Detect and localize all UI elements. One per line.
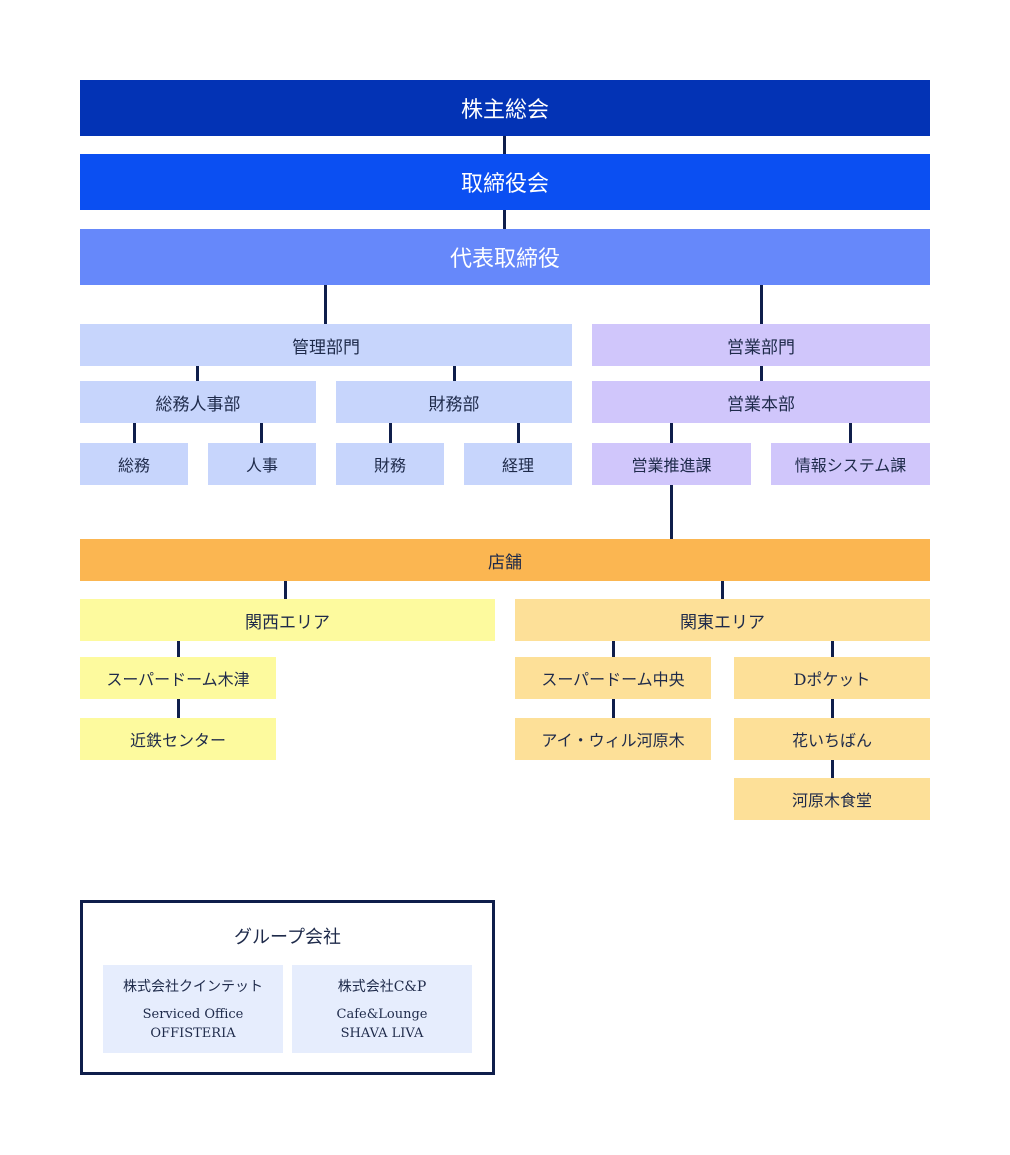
connector-line (133, 423, 136, 443)
kansai-area-box: 関西エリア (80, 599, 495, 641)
finance-section-box: 財務 (336, 443, 444, 485)
connector-line (612, 699, 615, 718)
connector-line (389, 423, 392, 443)
shareholders-meeting-box: 株主総会 (80, 80, 930, 136)
connector-line (196, 366, 199, 381)
general-affairs-hr-dept-box: 総務人事部 (80, 381, 316, 423)
group-companies-panel: グループ会社 株式会社クインテット Serviced Office OFFIST… (80, 900, 495, 1075)
connector-line (260, 423, 263, 443)
company-business: Cafe&Lounge (336, 1007, 428, 1022)
finance-dept-box: 財務部 (336, 381, 572, 423)
connector-line (177, 699, 180, 718)
kanto-area-box: 関東エリア (515, 599, 930, 641)
group-company-card: 株式会社クインテット Serviced Office OFFISTERIA (103, 965, 283, 1053)
company-business: SHAVA LIVA (340, 1026, 424, 1041)
connector-line (760, 366, 763, 381)
info-systems-section-box: 情報システム課 (771, 443, 930, 485)
connector-line (849, 423, 852, 443)
connector-line (670, 485, 673, 539)
group-companies-title: グループ会社 (234, 927, 341, 948)
stores-box: 店舗 (80, 539, 930, 581)
connector-line (612, 641, 615, 657)
connector-line (453, 366, 456, 381)
company-name: 株式会社クインテット (123, 979, 263, 995)
board-of-directors-box: 取締役会 (80, 154, 930, 210)
sales-headquarters-box: 営業本部 (592, 381, 930, 423)
hr-section-box: 人事 (208, 443, 316, 485)
store-box: スーパードーム中央 (515, 657, 711, 699)
store-box: 近鉄センター (80, 718, 276, 760)
store-box: スーパードーム木津 (80, 657, 276, 699)
connector-line (503, 136, 506, 154)
group-company-card: 株式会社C&P Cafe&Lounge SHAVA LIVA (292, 965, 472, 1053)
connector-line (503, 210, 506, 229)
store-box: Dポケット (734, 657, 930, 699)
connector-line (517, 423, 520, 443)
sales-promotion-section-box: 営業推進課 (592, 443, 751, 485)
general-affairs-section-box: 総務 (80, 443, 188, 485)
connector-line (831, 699, 834, 718)
company-business: Serviced Office (142, 1007, 244, 1022)
store-box: 河原木食堂 (734, 778, 930, 820)
company-business: OFFISTERIA (150, 1026, 236, 1041)
store-box: アイ・ウィル河原木 (515, 718, 711, 760)
connector-line (760, 285, 763, 324)
connector-line (670, 423, 673, 443)
company-name: 株式会社C&P (337, 979, 427, 995)
connector-line (284, 581, 287, 599)
representative-director-box: 代表取締役 (80, 229, 930, 285)
connector-line (831, 760, 834, 778)
connector-line (324, 285, 327, 324)
management-division-box: 管理部門 (80, 324, 572, 366)
connector-line (177, 641, 180, 657)
sales-division-box: 営業部門 (592, 324, 930, 366)
store-box: 花いちばん (734, 718, 930, 760)
connector-line (831, 641, 834, 657)
connector-line (721, 581, 724, 599)
accounting-section-box: 経理 (464, 443, 572, 485)
